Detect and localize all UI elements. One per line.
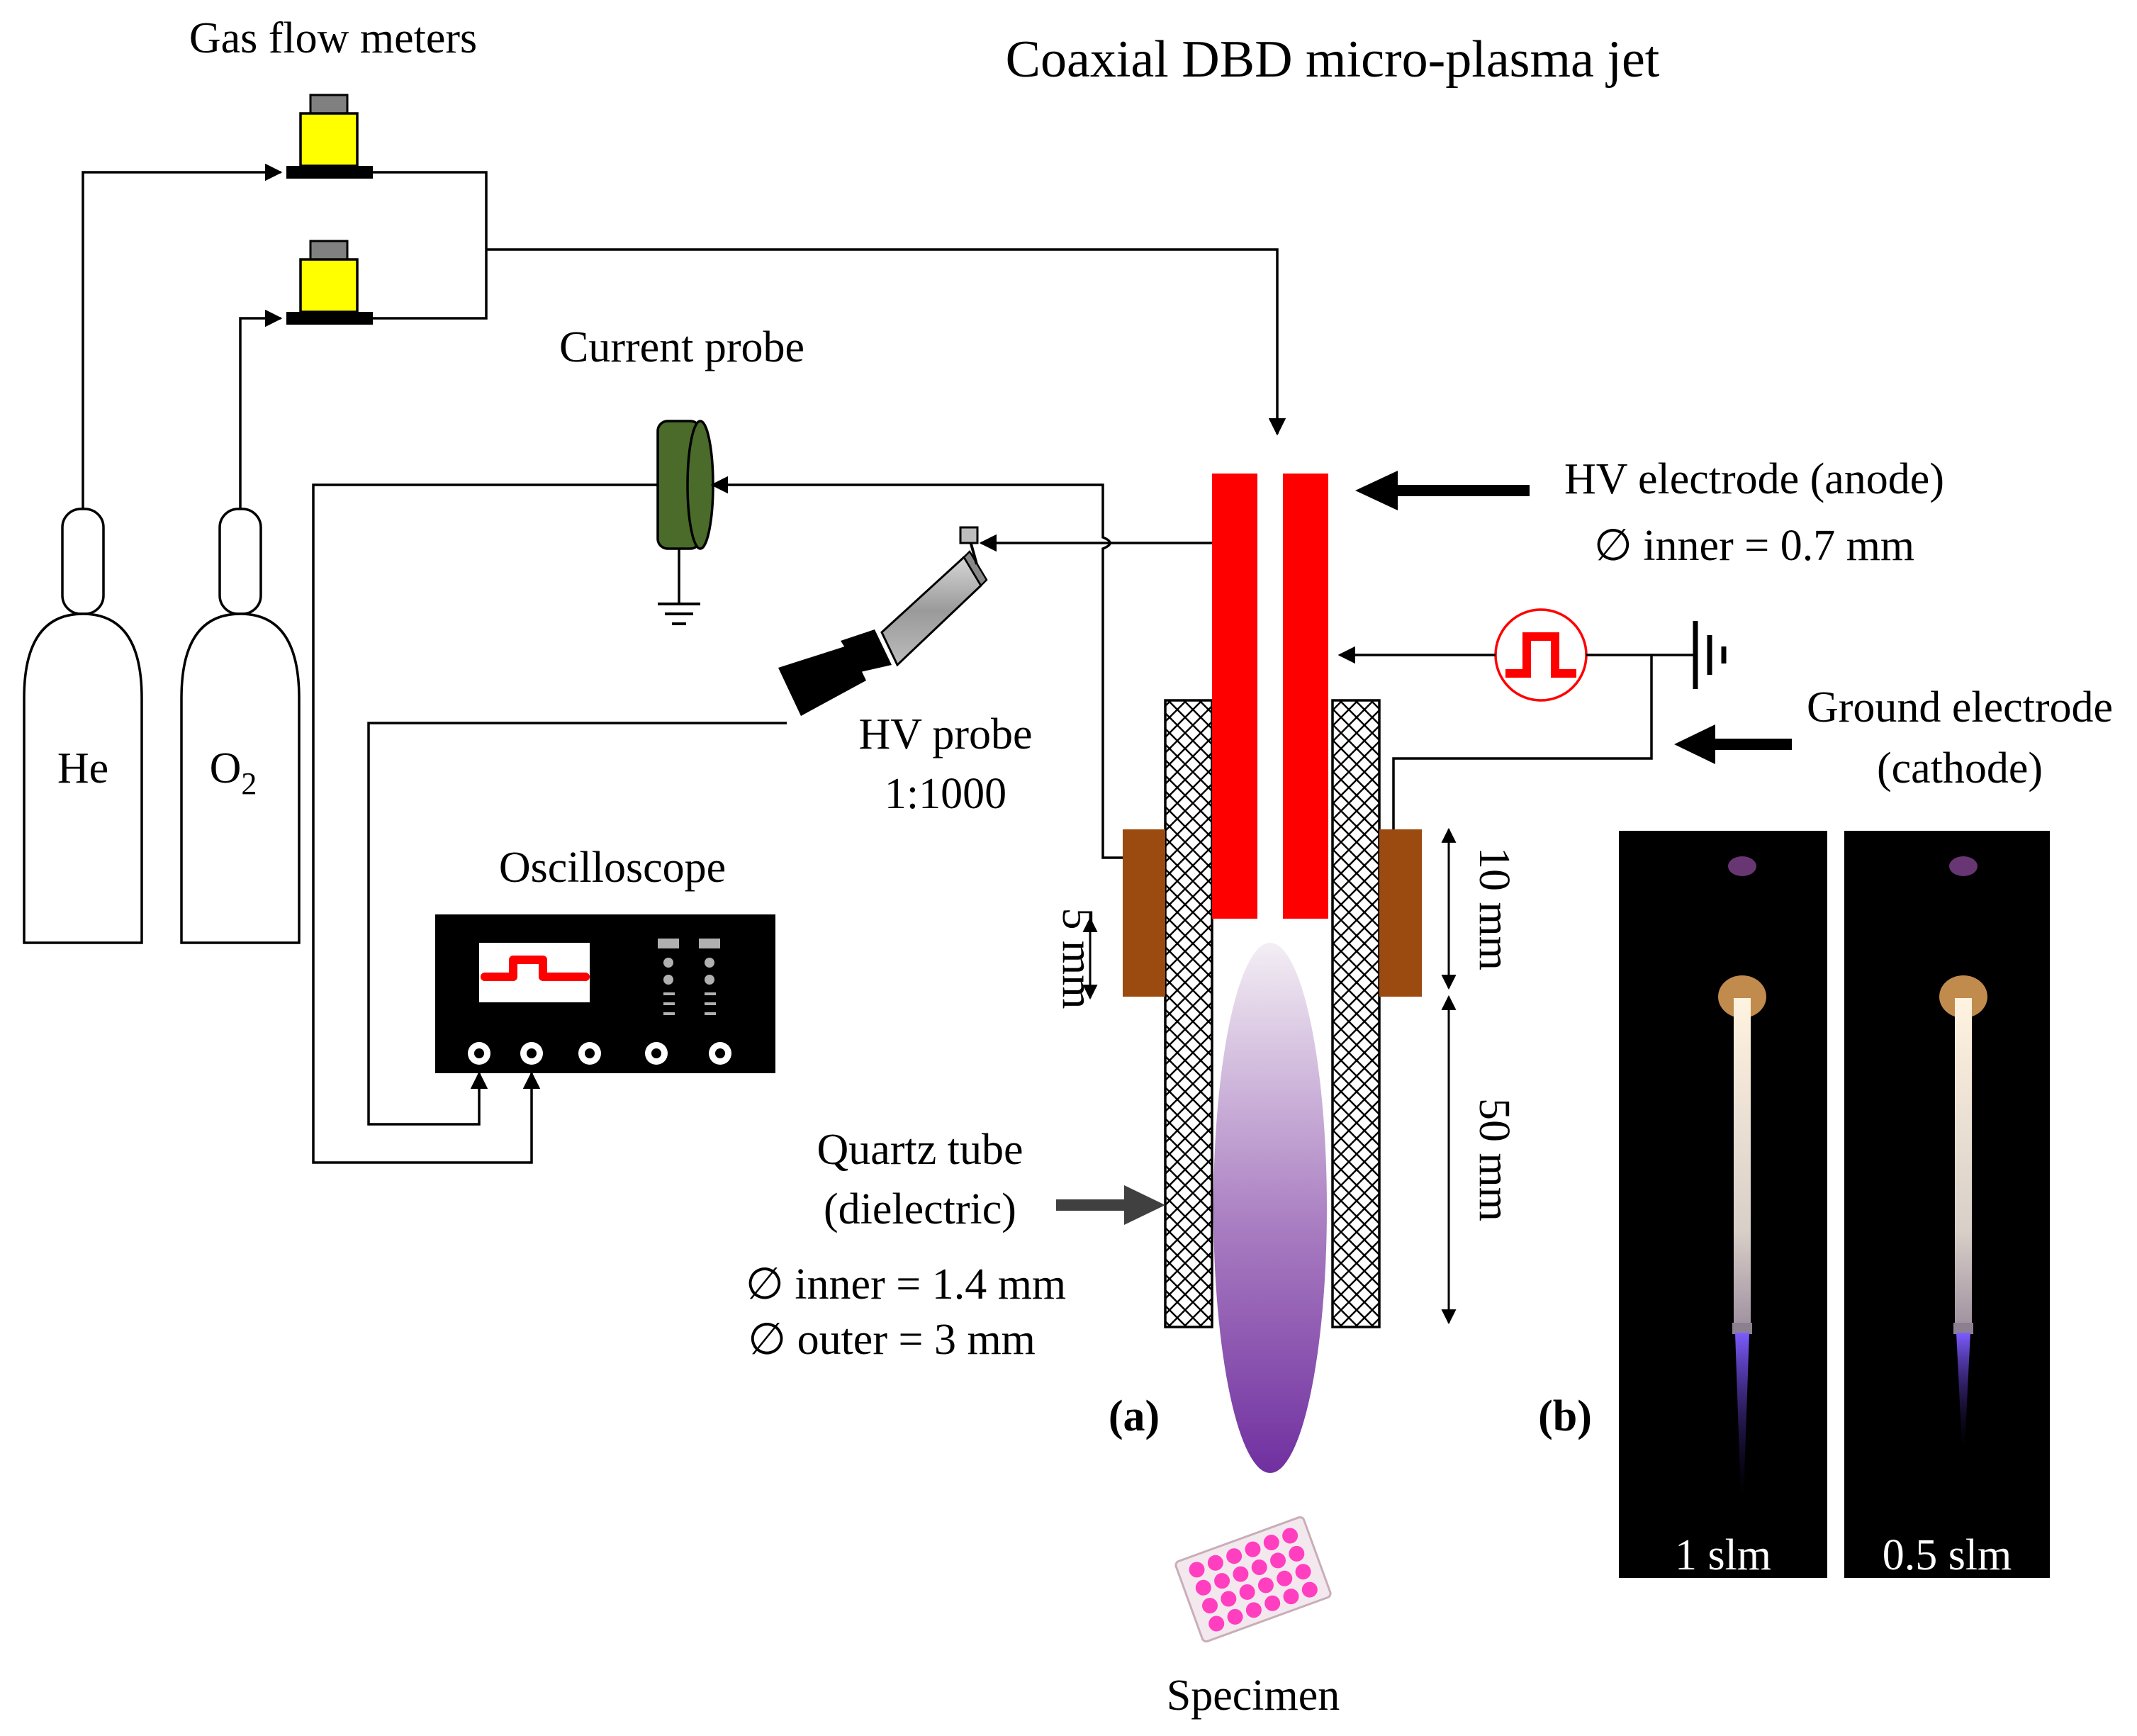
panel-b-label: (b) — [1538, 1392, 1592, 1440]
specimen-well — [1277, 1570, 1293, 1586]
o2-gas-cylinder: O2 — [180, 508, 301, 944]
gas-lines — [82, 163, 1286, 509]
quartz-tube-material-label: (dielectric) — [824, 1185, 1016, 1233]
hv-electrode — [1212, 474, 1328, 919]
hv-probe — [778, 526, 988, 716]
specimen-well — [1251, 1559, 1267, 1575]
photo-0-5-slm: 0.5 slm — [1844, 831, 2050, 1579]
flow-meter-he — [286, 94, 373, 179]
specimen-well — [1239, 1584, 1255, 1600]
specimen-well — [1208, 1615, 1225, 1632]
hv-probe-label: HV probe — [858, 710, 1032, 758]
specimen-well — [1226, 1548, 1243, 1564]
pulse-power-source — [1494, 608, 1588, 702]
dimension-5mm: 5 mm — [1053, 908, 1101, 1009]
panel-a-label: (a) — [1109, 1392, 1160, 1440]
oscilloscope-ports — [468, 1042, 731, 1065]
gas-flow-meters-label: Gas flow meters — [189, 14, 477, 62]
specimen-label: Specimen — [1167, 1671, 1340, 1720]
he-label: He — [57, 744, 108, 793]
dim-5mm-label: 5 mm — [1053, 908, 1101, 1009]
current-probe-ground-icon — [658, 549, 700, 625]
specimen-well — [1245, 1541, 1261, 1557]
photo-2-caption: 0.5 slm — [1883, 1531, 2012, 1579]
hv-electrode-label: HV electrode (anode) — [1564, 455, 1944, 503]
signal-wires — [312, 476, 1212, 1164]
specimen-well — [1227, 1608, 1243, 1625]
quartz-tube — [1164, 699, 1381, 1328]
specimen-well — [1295, 1564, 1311, 1580]
dimension-10mm: 10 mm — [1441, 827, 1518, 990]
current-probe-label: Current probe — [559, 323, 804, 371]
quartz-outer-diameter-label: ∅ outer = 3 mm — [748, 1316, 1036, 1364]
specimen-well — [1245, 1602, 1262, 1618]
specimen-well — [1264, 1595, 1281, 1611]
quartz-tube-label: Quartz tube — [817, 1126, 1023, 1174]
specimen-well — [1221, 1591, 1237, 1607]
specimen-well — [1282, 1528, 1299, 1544]
specimen-well — [1289, 1545, 1305, 1562]
specimen-well-plate — [1174, 1516, 1332, 1643]
dim-10mm-label: 10 mm — [1470, 847, 1518, 970]
ground-electrode-ring — [1123, 829, 1422, 997]
o2-label: O2 — [210, 744, 257, 801]
photo-1-caption: 1 slm — [1675, 1531, 1771, 1579]
oscilloscope — [435, 914, 775, 1073]
specimen-well — [1270, 1552, 1286, 1569]
specimen-well — [1233, 1566, 1249, 1582]
current-probe — [656, 420, 714, 550]
dimension-50mm: 50 mm — [1441, 995, 1518, 1325]
diagram-title: Coaxial DBD micro-plasma jet — [1006, 30, 1660, 89]
specimen-well — [1301, 1581, 1318, 1598]
dim-50mm-label: 50 mm — [1470, 1098, 1518, 1221]
ground-electrode-label: Ground electrode — [1807, 683, 2113, 732]
specimen-well — [1195, 1579, 1211, 1596]
hv-electrode-diameter-label: ∅ inner = 0.7 mm — [1594, 522, 1914, 570]
photo-1-slm: 1 slm — [1619, 831, 1827, 1579]
hv-probe-ratio-label: 1:1000 — [885, 770, 1006, 818]
plasma-plume — [1213, 943, 1327, 1473]
specimen-well — [1202, 1598, 1218, 1614]
specimen-well — [1283, 1589, 1299, 1605]
oscilloscope-label: Oscilloscope — [499, 844, 726, 892]
ground-electrode-role-label: (cathode) — [1877, 744, 2043, 793]
quartz-inner-diameter-label: ∅ inner = 1.4 mm — [746, 1260, 1066, 1309]
specimen-well — [1207, 1555, 1223, 1571]
specimen-well — [1257, 1577, 1274, 1594]
specimen-well — [1263, 1535, 1279, 1551]
source-ground-icon — [1693, 621, 1727, 689]
he-gas-cylinder: He — [23, 508, 143, 944]
flow-meter-o2 — [286, 240, 373, 325]
specimen-well — [1189, 1562, 1205, 1578]
specimen-well — [1214, 1573, 1230, 1589]
